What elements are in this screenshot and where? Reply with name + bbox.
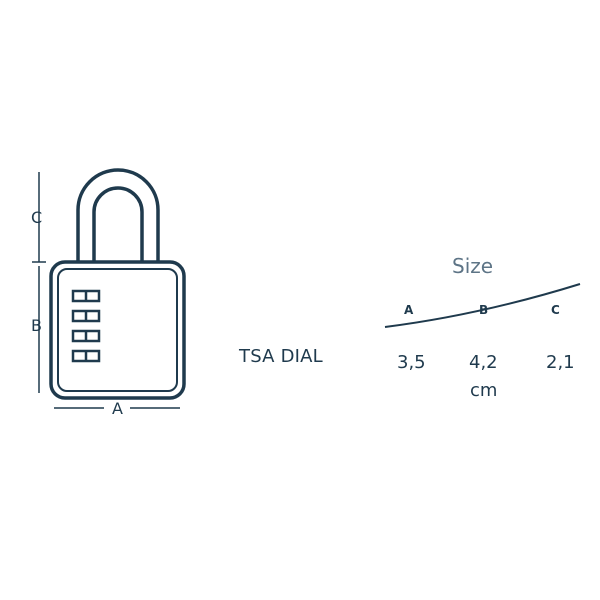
padlock-body-outer (49, 260, 186, 400)
size-column-a: A (404, 303, 414, 317)
size-arc (384, 283, 581, 328)
product-name: TSA DIAL (239, 346, 323, 367)
size-column-b: B (479, 303, 489, 317)
size-value-b: 4,2 (469, 352, 498, 373)
padlock-body-inner (57, 268, 178, 392)
dimension-lines (32, 172, 180, 409)
padlock-shackle-inner (92, 186, 144, 262)
combination-dials (71, 289, 101, 363)
size-value-c: 2,1 (546, 352, 575, 373)
padlock-shackle (76, 168, 160, 262)
size-unit: cm (470, 380, 498, 401)
dimension-label-c: C (31, 208, 43, 227)
size-column-c: C (551, 303, 560, 317)
dimension-label-b: B (31, 316, 42, 335)
size-title: Size (452, 254, 494, 278)
size-value-a: 3,5 (397, 352, 426, 373)
dimension-label-a: A (112, 399, 123, 418)
